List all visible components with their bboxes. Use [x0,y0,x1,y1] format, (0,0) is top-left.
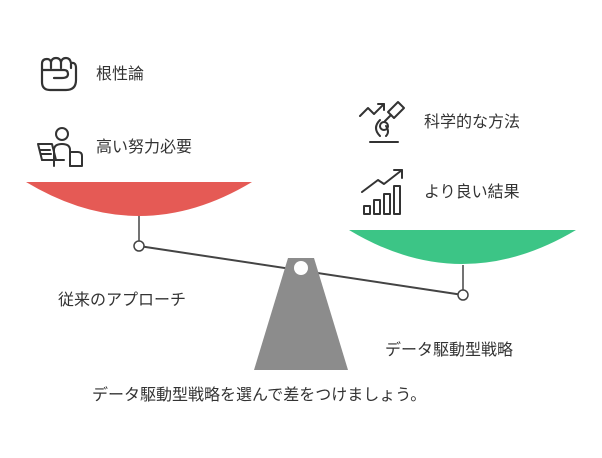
right-joint [457,289,469,301]
right-item-label-1: 科学的な方法 [424,112,521,131]
left-joint [133,240,145,252]
left-item-label-1: 根性論 [96,64,145,83]
microscope-icon [358,98,408,150]
fulcrum [254,258,348,370]
left-pan [26,182,252,216]
fist-icon [36,52,80,100]
left-item-label-2: 高い努力必要 [96,137,193,156]
right-pan [349,230,576,264]
left-caption: 従来のアプローチ [58,290,187,309]
footer-text: データ駆動型戦略を選んで差をつけましょう。 [92,385,427,404]
right-item-label-2: より良い結果 [424,182,520,201]
fulcrum-pivot [294,261,308,275]
person-laptop-icon [36,126,84,174]
right-caption: データ駆動型戦略 [385,340,514,359]
bar-chart-growth-icon [358,168,408,222]
